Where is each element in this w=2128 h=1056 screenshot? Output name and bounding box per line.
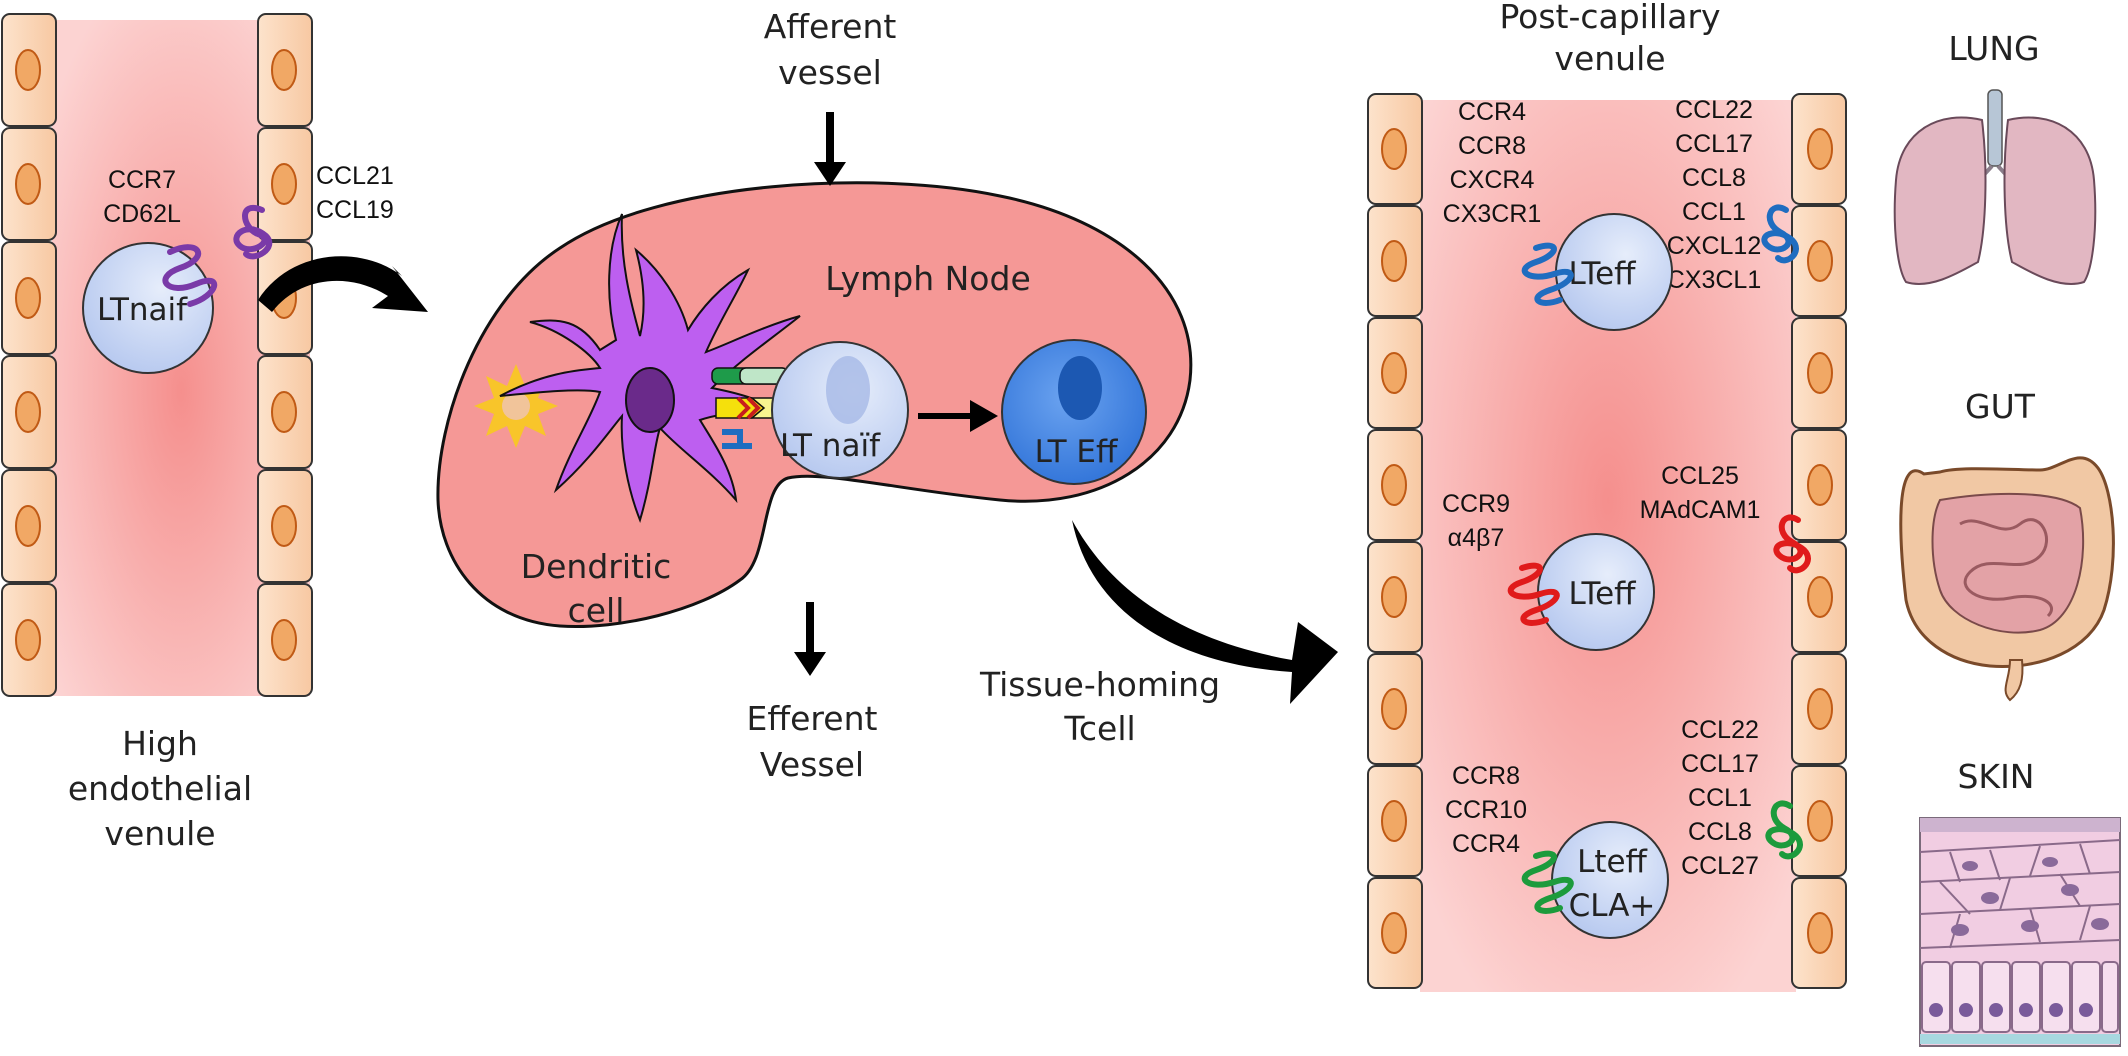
arrow-lymph-node-to-pcv (1072, 520, 1338, 704)
skin-chemokine: CCL8 (1688, 818, 1752, 846)
post-capillary-venule: Post-capillary venule CCR4 CCR8 (1367, 0, 1847, 992)
hev-right-wall (257, 13, 313, 697)
lymph-node-title: Lymph Node (825, 259, 1031, 298)
pcv-title-line2: venule (1554, 39, 1665, 78)
hev-chemokine-ccl21: CCL21 (316, 162, 394, 190)
arrow-activation (918, 400, 998, 432)
lung-chemokine: CCL8 (1682, 164, 1746, 192)
lung-receptor-icon (1521, 242, 1574, 306)
lt-naif-cell (82, 242, 214, 374)
lteff-skin-label-line1: Lteff (1577, 844, 1647, 880)
skin-homing-group: CCR8 CCR10 CCR4 CCL22 CCL17 CCL1 CCL8 CC… (1445, 716, 1803, 939)
lung-homing-group: CCR4 CCR8 CXCR4 CX3CR1 CCL22 CCL17 CCL8 … (1443, 96, 1799, 331)
lt-eff-label: LT Eff (1035, 434, 1118, 470)
pcv-right-wall (1791, 93, 1847, 989)
gut-homing-group: CCR9 α4β7 CCL25 MAdCAM1 LTeff (1442, 462, 1811, 651)
skin-receptor: CCR4 (1452, 830, 1520, 858)
lung-chemokine: CX3CL1 (1667, 266, 1762, 294)
lung-chemokine: CCL17 (1675, 130, 1753, 158)
organ-skin-label: SKIN (1957, 757, 2034, 796)
skin-chemokine-icon (1765, 800, 1803, 860)
lung-receptor: CCR8 (1458, 132, 1526, 160)
hev-caption-line2: endothelial (68, 769, 252, 808)
lung-chemokine: CXCL12 (1667, 232, 1762, 260)
ccr7-receptor-icon (162, 244, 218, 307)
organ-skin: SKIN (1919, 757, 2121, 1047)
skin-receptor: CCR10 (1445, 796, 1527, 824)
gut-chemokine: MAdCAM1 (1640, 496, 1761, 524)
efferent-label-line2: Vessel (760, 745, 864, 784)
pcv-title-line1: Post-capillary (1499, 0, 1720, 36)
lteff-lung-label: LTeff (1568, 256, 1636, 292)
gut-receptor: α4β7 (1448, 524, 1505, 552)
lung-receptor: CXCR4 (1450, 166, 1535, 194)
lung-chemokine: CCL22 (1675, 96, 1753, 124)
efferent-arrow (794, 602, 826, 676)
lt-naif-label: LTnaif (97, 292, 188, 328)
hev-caption-line3: venule (104, 814, 215, 853)
afferent-arrow (814, 112, 846, 186)
organ-lung: LUNG (1893, 29, 2097, 285)
afferent-label-line1: Afferent (764, 7, 897, 46)
organ-gut: GUT (1899, 387, 2115, 702)
lt-naif-ln-label: LT naïf (780, 428, 881, 464)
hev-chemokine-ccl19: CCL19 (316, 196, 394, 224)
arrow-hev-to-lymph-node (258, 256, 428, 312)
efferent-label-line1: Efferent (747, 699, 878, 738)
tissue-homing-line1: Tissue-homing (979, 665, 1220, 704)
gut-chemokine-icon (1773, 514, 1811, 574)
dendritic-cell (499, 213, 801, 524)
lteff-skin-label-line2: CLA+ (1569, 888, 1656, 924)
lymph-node: Lymph Node LT naïf LT Eff Den (436, 181, 1193, 630)
gut-receptor-icon (1507, 562, 1560, 626)
gut-icon (1899, 456, 2115, 702)
skin-chemokine: CCL27 (1681, 852, 1759, 880)
organ-lung-label: LUNG (1948, 29, 2039, 68)
skin-icon (1919, 817, 2121, 1047)
lung-receptor: CX3CR1 (1443, 200, 1542, 228)
ccl21-ligand-icon (233, 204, 273, 260)
gut-receptor: CCR9 (1442, 490, 1510, 518)
dendritic-label-line1: Dendritic (521, 547, 672, 586)
skin-receptor: CCR8 (1452, 762, 1520, 790)
gut-chemokine: CCL25 (1661, 462, 1739, 490)
skin-receptor-icon (1521, 850, 1574, 914)
hev-caption-line1: High (122, 724, 198, 763)
lung-chemokine-icon (1761, 204, 1799, 264)
hev-receptor-cd62l: CD62L (103, 200, 181, 228)
skin-chemokine: CCL17 (1681, 750, 1759, 778)
hev-receptor-ccr7: CCR7 (108, 166, 176, 194)
lung-icon (1893, 89, 2097, 285)
high-endothelial-venule: LTnaif CCR7 CD62L CCL21 CCL19 High endot… (1, 13, 394, 853)
skin-chemokine: CCL22 (1681, 716, 1759, 744)
tissue-homing-line2: Tcell (1063, 709, 1135, 748)
lung-chemokine: CCL1 (1682, 198, 1746, 226)
dendritic-label-line2: cell (568, 591, 625, 630)
skin-chemokine: CCL1 (1688, 784, 1752, 812)
lteff-gut-label: LTeff (1568, 576, 1636, 612)
lung-receptor: CCR4 (1458, 98, 1526, 126)
afferent-label-line2: vessel (778, 53, 882, 92)
hev-left-wall (1, 13, 57, 697)
pcv-left-wall (1367, 93, 1423, 989)
organ-gut-label: GUT (1965, 387, 2036, 426)
synapse-molecules-icon (711, 367, 789, 449)
